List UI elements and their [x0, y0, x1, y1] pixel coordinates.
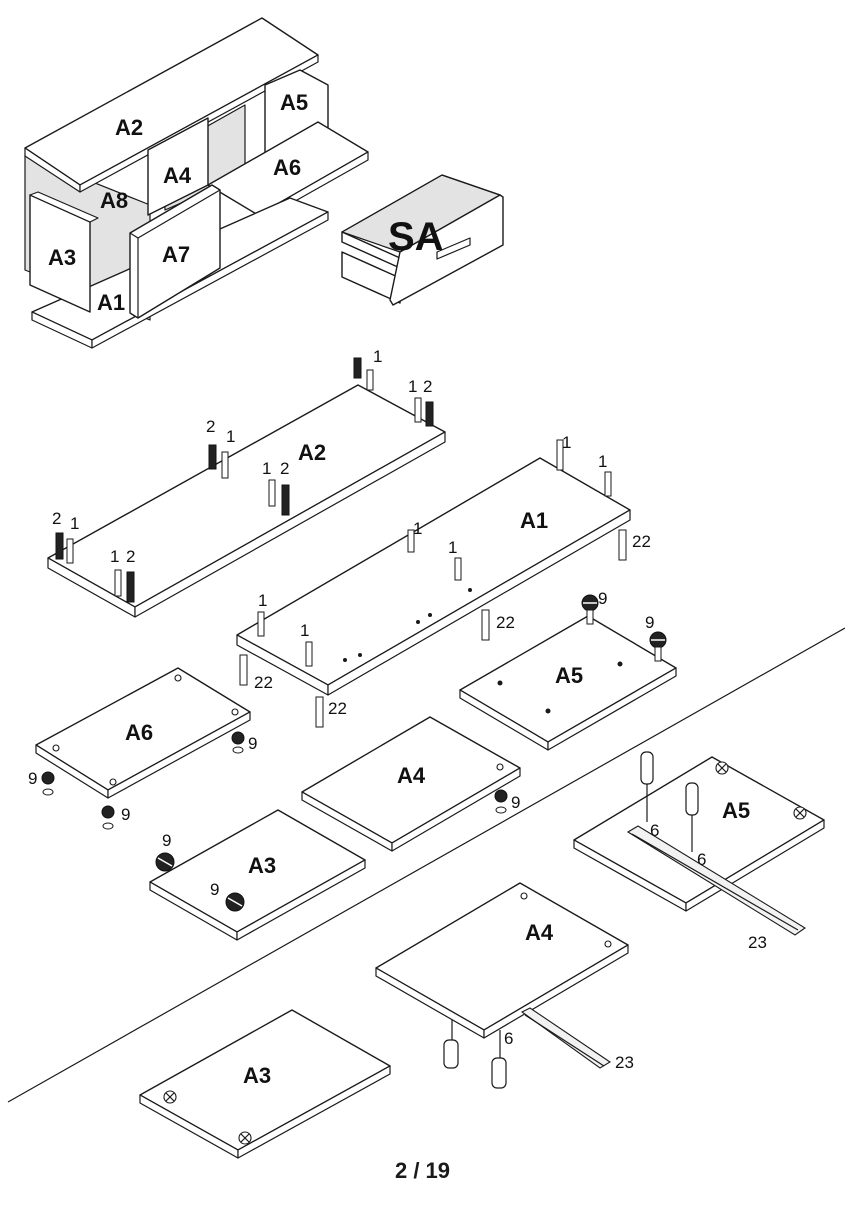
a5-cam-2: 9	[645, 613, 667, 662]
svg-text:1: 1	[562, 433, 571, 452]
a2-dowel-group-6: 1 2	[110, 547, 135, 603]
panel-a5-step-label: A5	[722, 798, 750, 823]
svg-text:22: 22	[632, 532, 651, 551]
panel-a1-label: A1	[520, 508, 548, 533]
panel-a4-mid-label: A4	[397, 763, 426, 788]
a2-dowel-group-1: 1	[353, 347, 382, 391]
svg-text:2: 2	[423, 377, 432, 396]
svg-text:9: 9	[598, 589, 607, 608]
screwdriver-icon: 6	[640, 751, 659, 840]
overview-label-a8: A8	[100, 188, 128, 213]
svg-text:2: 2	[126, 547, 135, 566]
panel-a4-step: A4 23 6	[375, 882, 634, 1089]
a6-cam-2: 9	[28, 769, 55, 796]
page-number: 2 / 19	[394, 1158, 451, 1183]
svg-text:6: 6	[504, 1029, 513, 1048]
svg-text:1: 1	[258, 591, 267, 610]
overview-sideboard: A2 A5 A4 A6 A8 A3 A7 A1	[24, 17, 369, 349]
panel-a1: A1 1 1 1 1 1 1 22	[236, 433, 651, 728]
a2-dowel-group-5: 2 1	[52, 509, 79, 564]
svg-text:22: 22	[496, 613, 515, 632]
overview-label-a5: A5	[280, 90, 308, 115]
svg-text:1: 1	[598, 452, 607, 471]
a1-screw-2: 22	[481, 609, 515, 641]
panel-a2: A2 1 1 2 2 1 1 2 2 1	[47, 347, 446, 618]
svg-text:1: 1	[262, 459, 271, 478]
svg-text:1: 1	[408, 377, 417, 396]
panel-a3-bottom-label: A3	[243, 1063, 271, 1088]
a2-dowel-group-3: 2 1	[206, 417, 235, 479]
panel-a3-mid: A3 9 9	[149, 809, 366, 941]
svg-text:6: 6	[650, 821, 659, 840]
a1-dowel-3: 1	[407, 519, 422, 553]
svg-text:9: 9	[121, 805, 130, 824]
svg-text:9: 9	[162, 831, 171, 850]
overview-panel-a7	[129, 184, 221, 319]
svg-text:9: 9	[28, 769, 37, 788]
drawer-label: SA	[388, 215, 444, 259]
panel-a3-mid-label: A3	[248, 853, 276, 878]
a6-cam-1: 9	[231, 731, 257, 754]
a4-cam: 9	[494, 789, 520, 814]
panel-a5-step: A5 23 6 6	[573, 751, 825, 952]
overview-label-a2: A2	[115, 115, 143, 140]
svg-text:1: 1	[448, 538, 457, 557]
overview-label-a1: A1	[97, 290, 125, 315]
panel-a5-top-label: A5	[555, 663, 583, 688]
a1-dowel-1: 1	[556, 433, 571, 471]
panel-a2-label: A2	[298, 440, 326, 465]
a1-screw-1: 22	[618, 529, 651, 561]
svg-text:1: 1	[110, 547, 119, 566]
drawer-handle	[436, 237, 471, 260]
a1-dowel-5: 1	[257, 591, 267, 637]
screwdriver-icon	[443, 1020, 459, 1069]
overview-drawer-sa: SA	[341, 174, 504, 306]
overview-label-a7: A7	[162, 242, 190, 267]
a1-dowel-6: 1	[300, 621, 313, 667]
a1-screw-4: 22	[315, 696, 347, 728]
a1-dowel-2: 1	[598, 452, 612, 497]
a4-drawer-rail	[520, 1007, 612, 1069]
a1-screw-3: 22	[239, 654, 273, 692]
screwdriver-icon: 6	[685, 782, 706, 869]
svg-text:1: 1	[373, 347, 382, 366]
overview-label-a4: A4	[163, 163, 192, 188]
screwdriver-icon: 6	[491, 1029, 513, 1089]
svg-text:23: 23	[748, 933, 767, 952]
svg-text:23: 23	[615, 1053, 634, 1072]
a6-cam-3: 9	[101, 805, 130, 830]
svg-text:1: 1	[300, 621, 309, 640]
svg-text:22: 22	[328, 699, 347, 718]
svg-text:9: 9	[210, 880, 219, 899]
panel-a3-bottom: A3	[139, 1009, 391, 1159]
overview-label-a6: A6	[273, 155, 301, 180]
panel-a6: A6 9 9 9	[28, 667, 257, 830]
a2-dowel-group-4: 1 2	[262, 459, 290, 516]
svg-text:22: 22	[254, 673, 273, 692]
svg-text:9: 9	[248, 734, 257, 753]
svg-text:2: 2	[206, 417, 215, 436]
svg-text:9: 9	[511, 793, 520, 812]
svg-text:1: 1	[70, 514, 79, 533]
panel-a4-mid: A4 9	[301, 716, 521, 852]
overview-label-a3: A3	[48, 245, 76, 270]
a1-dowel-4: 1	[448, 538, 462, 581]
svg-text:9: 9	[645, 613, 654, 632]
a3-cam-2: 9	[210, 880, 245, 912]
a2-dowel-group-2: 1 2	[408, 377, 434, 427]
svg-text:6: 6	[697, 850, 706, 869]
panel-a4-step-label: A4	[525, 920, 554, 945]
a3-cam-1: 9	[155, 831, 175, 872]
svg-text:1: 1	[226, 427, 235, 446]
svg-text:2: 2	[280, 459, 289, 478]
a5-cam-1: 9	[581, 589, 607, 625]
svg-text:1: 1	[413, 519, 422, 538]
section-divider	[7, 627, 845, 1103]
svg-text:2: 2	[52, 509, 61, 528]
panel-a6-label: A6	[125, 720, 153, 745]
a5-drawer-rail	[626, 825, 807, 936]
panel-a5-top: A5 9 9	[459, 589, 677, 751]
